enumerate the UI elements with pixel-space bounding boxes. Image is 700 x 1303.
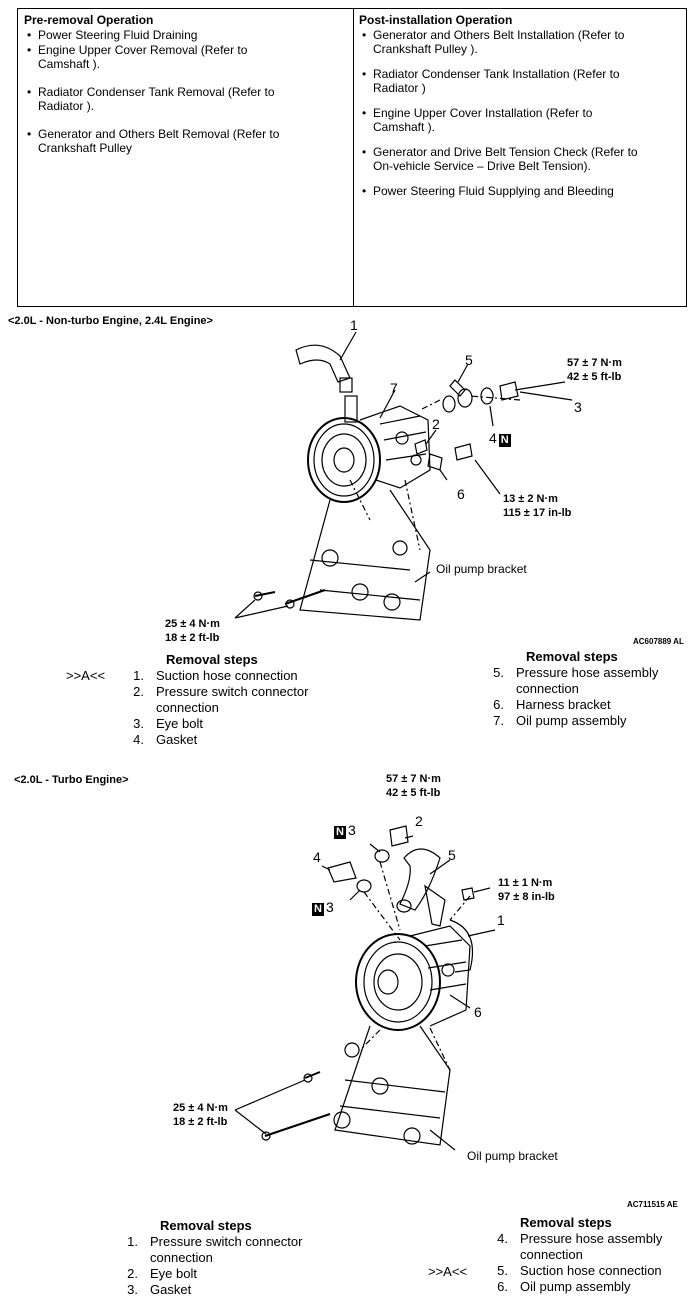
- pre-removal-column: Pre-removal Operation Power Steering Flu…: [24, 13, 344, 155]
- pre-removal-item: Power Steering Fluid Draining: [24, 28, 344, 42]
- new-part-mark: N: [498, 434, 511, 447]
- step-item: 3.Gasket: [127, 1282, 192, 1297]
- post-installation-item: Radiator Condenser Tank Installation (Re…: [359, 67, 633, 95]
- callout-7: 7: [390, 380, 398, 396]
- step-item: 2.Pressure switch connector connection: [133, 684, 309, 715]
- bracket-label: Oil pump bracket: [467, 1149, 558, 1163]
- step-item: 3.Eye bolt: [133, 716, 203, 731]
- callout-6: 6: [474, 1004, 482, 1020]
- step-marker: >>A<<: [66, 668, 106, 683]
- new-part-mark: N: [312, 903, 324, 916]
- section2-diagram: [234, 825, 496, 1151]
- step-item: 7.Oil pump assembly: [493, 713, 627, 728]
- removal-steps-heading: Removal steps: [526, 649, 618, 664]
- removal-steps-left: Removal steps 1.Pressure switch connecto…: [112, 1218, 352, 1298]
- step-item: 6.Oil pump assembly: [497, 1279, 631, 1294]
- pre-removal-heading: Pre-removal Operation: [24, 13, 154, 27]
- pre-removal-item: Generator and Others Belt Removal (Refer…: [24, 127, 298, 155]
- section1-diagram: [234, 331, 573, 621]
- removal-steps-right: Removal steps 4.Pressure hose assembly c…: [474, 1215, 694, 1295]
- figure-code: AC607889 AL: [633, 637, 684, 646]
- step-item: 1.Suction hose connection: [133, 668, 298, 683]
- step-item: 4.Pressure hose assembly connection: [497, 1231, 663, 1262]
- post-installation-column: Post-installation Operation Generator an…: [359, 13, 679, 198]
- step-item: 6.Harness bracket: [493, 697, 611, 712]
- callout-2: 2: [415, 813, 423, 829]
- callout-5: 5: [465, 352, 473, 368]
- step-item: 5.Pressure hose assembly connection: [493, 665, 659, 696]
- callout-3: 3: [574, 399, 582, 415]
- removal-steps-heading: Removal steps: [160, 1218, 252, 1233]
- step-item: 2.Eye bolt: [127, 1266, 197, 1281]
- step-item: 5.Suction hose connection: [497, 1263, 662, 1278]
- callout-1: 1: [350, 317, 358, 333]
- post-installation-item: Generator and Others Belt Installation (…: [359, 28, 648, 56]
- section1-title: <2.0L - Non-turbo Engine, 2.4L Engine>: [8, 315, 213, 327]
- new-part-mark: N: [334, 826, 346, 839]
- post-installation-item: Engine Upper Cover Installation (Refer t…: [359, 106, 608, 134]
- step-item: 4.Gasket: [133, 732, 198, 747]
- section2-title: <2.0L - Turbo Engine>: [14, 774, 129, 786]
- pre-removal-item: Radiator Condenser Tank Removal (Refer t…: [24, 85, 278, 113]
- removal-steps-heading: Removal steps: [166, 652, 258, 667]
- step-item: 1.Pressure switch connector connection: [127, 1234, 303, 1265]
- operations-table: Pre-removal Operation Power Steering Flu…: [17, 8, 687, 307]
- callout-1: 1: [497, 912, 505, 928]
- table-divider: [353, 9, 354, 306]
- pre-removal-item: Engine Upper Cover Removal (Refer to Cam…: [24, 43, 268, 71]
- figure-code: AC711515 AE: [627, 1200, 678, 1209]
- post-installation-heading: Post-installation Operation: [359, 13, 513, 27]
- callout-4: 4: [313, 849, 321, 865]
- removal-steps-heading: Removal steps: [520, 1215, 612, 1230]
- post-installation-item: Generator and Drive Belt Tension Check (…: [359, 145, 653, 173]
- callout-6: 6: [457, 486, 465, 502]
- bracket-label: Oil pump bracket: [436, 562, 527, 576]
- post-installation-item: Power Steering Fluid Supplying and Bleed…: [359, 184, 679, 198]
- callout-2: 2: [432, 416, 440, 432]
- step-marker: >>A<<: [428, 1264, 468, 1279]
- callout-5: 5: [448, 847, 456, 863]
- removal-steps-left: Removal steps 1.Suction hose connection …: [110, 652, 350, 748]
- removal-steps-right: Removal steps 5.Pressure hose assembly c…: [470, 649, 690, 729]
